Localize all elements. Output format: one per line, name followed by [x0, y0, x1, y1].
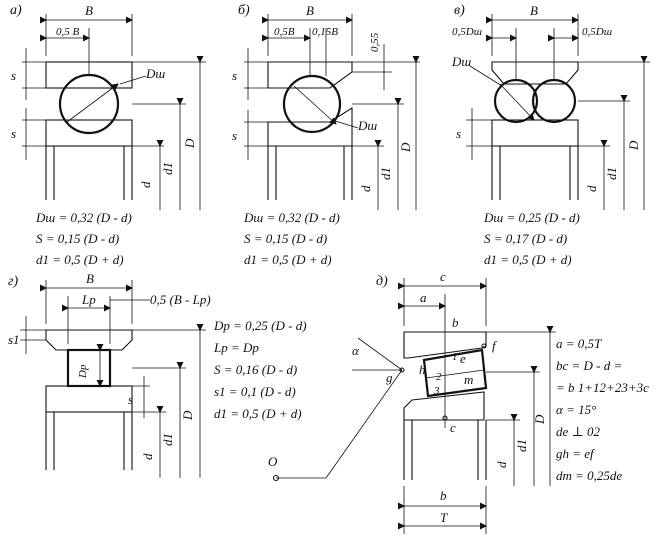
- dim-b: b: [440, 488, 447, 503]
- panel-d-label: д): [376, 274, 388, 289]
- formula-1: Dш = 0,25 (D - d): [483, 210, 580, 225]
- dim-right: 0,5Dш: [582, 26, 612, 38]
- dim-d: d: [358, 185, 373, 192]
- ball-label: Dш: [451, 54, 471, 69]
- pt-g: g: [386, 370, 393, 385]
- dim-s-top: s: [11, 68, 16, 83]
- dim-half: 0,5 B: [56, 26, 80, 38]
- formula-4: α = 15°: [556, 402, 596, 417]
- formula-1: Dш = 0,32 (D - d): [243, 210, 340, 225]
- formula-3: = b 1+12+23+3c: [556, 380, 649, 395]
- dim-T: T: [440, 510, 448, 525]
- dim-d: d: [494, 461, 509, 468]
- panel-d: д) c a b c f g h m e 1 2 3 α: [268, 269, 649, 534]
- pt-f: f: [492, 338, 498, 353]
- roller: [66, 348, 112, 388]
- dim-a: a: [420, 290, 427, 305]
- dim-d: d: [138, 181, 153, 188]
- dim-half: 0,5B: [274, 26, 295, 38]
- dim-lp: Lр: [81, 292, 96, 307]
- num-2: 2: [436, 371, 442, 383]
- formula-2: bc = D - d =: [556, 358, 622, 373]
- ball: [58, 73, 120, 135]
- dim-s-bottom: s: [456, 126, 461, 141]
- dim-d: d: [140, 453, 155, 460]
- formula-2: S = 0,15 (D - d): [36, 231, 119, 246]
- dim-vertical: 0,55: [369, 32, 381, 52]
- dim-s-top: s: [232, 68, 237, 83]
- panel-b-label: б): [238, 3, 250, 18]
- dim-offset: 0,15B: [312, 26, 338, 38]
- dim-d1: d1: [160, 433, 175, 446]
- formula-2: S = 0,17 (D - d): [484, 231, 567, 246]
- dim-D: D: [180, 410, 195, 421]
- dim-s: s: [128, 392, 133, 407]
- inner-ring: [267, 106, 353, 147]
- panel-g-label: г): [8, 274, 18, 289]
- num-3: 3: [433, 385, 440, 397]
- formula-3: d1 = 0,5 (D + d): [36, 252, 124, 267]
- dim-right: 0,5 (B - Lр): [150, 292, 211, 307]
- dim-B: B: [306, 3, 314, 18]
- outer-ring: [267, 61, 353, 89]
- panel-b: б) Dш B 0,5B 0,15B 0,55 s s d: [232, 3, 420, 267]
- panel-g: г) Dр B Lр 0,5 (B - Lр) s1 s d d1: [8, 271, 307, 478]
- dim-c: c: [440, 269, 446, 284]
- origin: O: [268, 454, 278, 469]
- panel-v-label: в): [454, 3, 465, 18]
- roller-label: Dр: [77, 364, 89, 379]
- dim-B: B: [530, 3, 538, 18]
- pt-h: h: [419, 362, 426, 377]
- formula-2: S = 0,15 (D - d): [244, 231, 327, 246]
- outer-ring: [491, 61, 579, 85]
- panel-a-label: а): [10, 3, 22, 18]
- num-1: 1: [452, 351, 458, 363]
- pt-b: b: [452, 315, 459, 330]
- pt-c: c: [450, 420, 456, 435]
- dim-D: D: [398, 142, 413, 153]
- formula-6: gh = ef: [556, 446, 596, 461]
- dim-d1: d1: [378, 167, 393, 180]
- formula-3: d1 = 0,5 (D + d): [484, 252, 572, 267]
- dim-s-bottom: s: [232, 128, 237, 143]
- panel-v: в) Dш B 0,5Dш 0,5Dш s d d1 D Dш =: [451, 3, 650, 267]
- ball-right: [531, 78, 577, 124]
- dim-d1: d1: [514, 439, 529, 452]
- inner-ring: [45, 119, 133, 147]
- formula-7: dm = 0,25de: [556, 468, 622, 483]
- dim-B: B: [86, 271, 94, 286]
- dim-D: D: [626, 140, 641, 151]
- dim-s1: s1: [8, 332, 20, 347]
- inner-ring: [491, 119, 579, 147]
- alpha: α: [352, 343, 360, 358]
- formula-5: d1 = 0,5 (D + d): [214, 406, 302, 421]
- inner-ring: [45, 385, 133, 413]
- ball: [282, 74, 342, 134]
- dim-B: B: [85, 3, 93, 18]
- outer-ring: [45, 329, 133, 351]
- pt-m: m: [464, 372, 473, 387]
- formula-1: Dш = 0,32 (D - d): [35, 210, 132, 225]
- formula-1: a = 0,5T: [556, 336, 602, 351]
- dim-s-bottom: s: [11, 126, 16, 141]
- formula-3: d1 = 0,5 (D + d): [244, 252, 332, 267]
- ball-label: Dш: [145, 66, 165, 81]
- dim-d: d: [584, 185, 599, 192]
- pt-e: e: [460, 351, 466, 366]
- roller: [422, 348, 488, 398]
- formula-4: s1 = 0,1 (D - d): [214, 384, 296, 399]
- dim-d1: d1: [604, 167, 619, 180]
- dim-D: D: [182, 138, 197, 149]
- formula-5: de ⊥ 02: [556, 424, 600, 439]
- formula-2: Lр = Dр: [213, 340, 259, 355]
- panel-a: а) Dш B 0,5 B s s d: [10, 3, 206, 267]
- dim-D: D: [532, 414, 547, 425]
- dim-left: 0,5Dш: [452, 26, 482, 38]
- dim-d1: d1: [160, 162, 175, 175]
- formula-1: Dр = 0,25 (D - d): [213, 318, 307, 333]
- ball-label: Dш: [357, 118, 377, 133]
- formula-3: S = 0,16 (D - d): [214, 362, 297, 377]
